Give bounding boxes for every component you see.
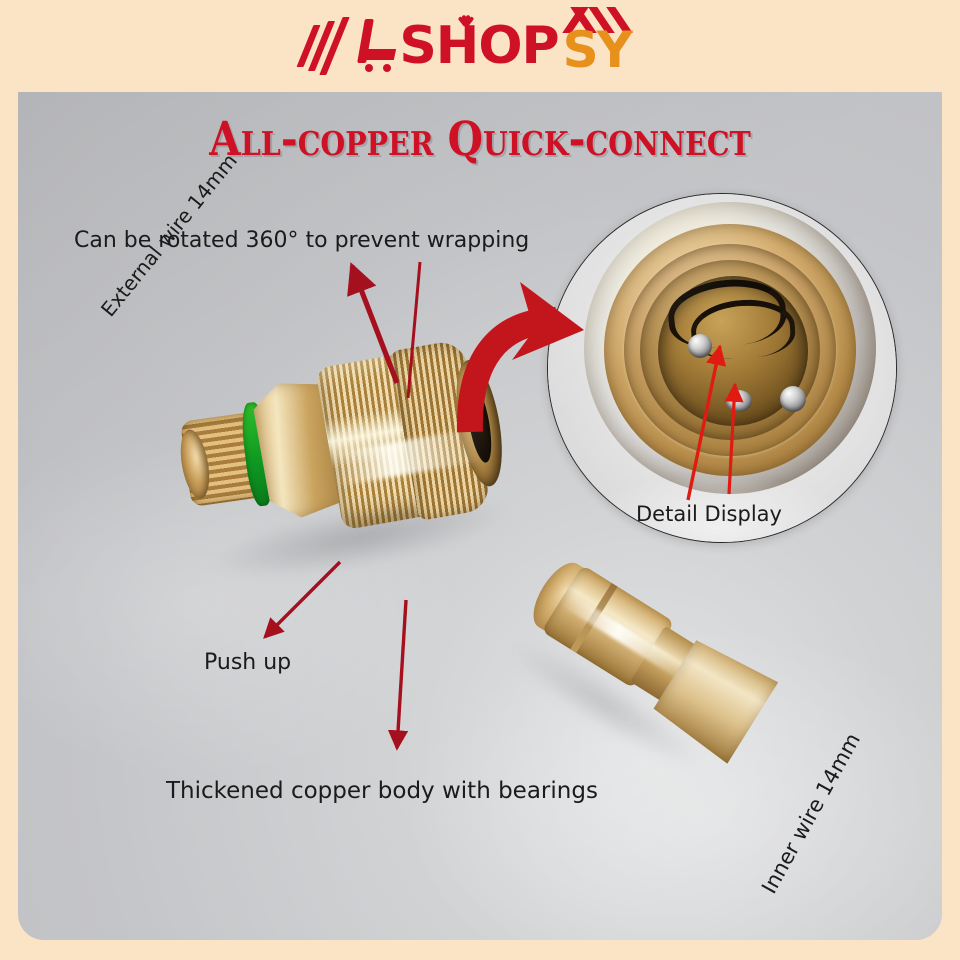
speed-lines-icon [296, 15, 363, 77]
shopping-cart-icon [357, 15, 401, 77]
logo-sy-block: SY [561, 7, 655, 81]
brand-logo: SHOP SY [296, 7, 655, 81]
logo-word-shop: SHOP [399, 14, 560, 72]
arrow-detail-oring-2 [724, 382, 744, 495]
label-detail-display: Detail Display [636, 502, 782, 526]
sparkle-icon [451, 8, 481, 28]
page-title: All-copper Quick-connect [209, 112, 751, 167]
logo-word-shop-text: SHOP [399, 16, 559, 76]
arrow-detail-oring-1 [686, 344, 727, 501]
detail-inset-sheen [548, 194, 896, 542]
label-rotate-360: Can be rotated 360° to prevent wrapping [74, 228, 530, 253]
detail-display-inset [547, 193, 897, 543]
brand-banner: SHOP SY [0, 0, 960, 92]
roof-icon [561, 7, 651, 33]
brass-quick-connect-female-coupler [166, 332, 543, 685]
label-thickened-body: Thickened copper body with bearings [166, 778, 598, 804]
label-push-up: Push up [204, 650, 292, 675]
logo-word-sy: SY [562, 21, 633, 79]
detail-inset-arrows [686, 344, 744, 501]
